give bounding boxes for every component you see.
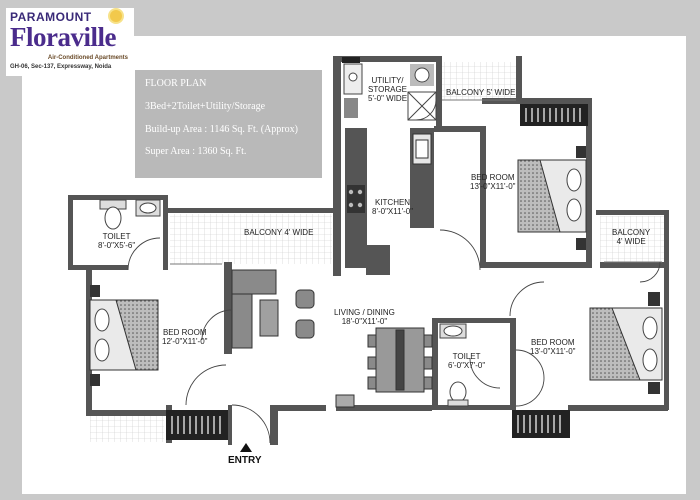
balcony-top-label: BALCONY 5' WIDE [446,88,516,97]
toilet-2-label: TOILET 6'-0"X7'-0" [448,352,485,370]
bed-left [89,285,159,386]
toilet-1-name: TOILET [102,232,131,241]
entry-arrow-icon [240,443,252,452]
windows [166,57,588,440]
bed-bottom-right [589,292,663,394]
toilet-1-label: TOILET 8'-0"X5'-6" [98,232,135,250]
info-buildup-area: Build-up Area : 1146 Sq. Ft. (Approx) [145,124,298,135]
balcony-left-floor [170,214,332,264]
balcony-right-size: 4' WIDE [616,237,646,246]
sun-flower-icon [110,10,122,22]
bedroom-1-size: 13'-0"X11'-0" [470,182,516,191]
bedroom-1-name: BED ROOM [470,173,515,182]
utility-name-2: STORAGE [368,85,408,94]
bedroom-3-label: BED ROOM 13'-0"X11'-0" [530,338,576,356]
balcony-right-floor [600,216,668,262]
brand-name-main: Floraville [10,22,116,52]
bedroom-3-size: 13'-0"X11'-0" [530,347,576,356]
utility-size: 5'-0" WIDE [368,94,408,103]
info-super-area: Super Area : 1360 Sq. Ft. [145,146,247,157]
living-dining-size: 18'-0"X11'-0" [341,317,388,326]
brand-logo: PARAMOUNT Floraville Air-Conditioned Apa… [6,8,134,76]
toilet-right-fixtures [439,323,469,407]
balcony-right-label: BALCONY 4' WIDE [612,228,650,246]
brand-name-top: PARAMOUNT [10,10,92,24]
balcony-right-name: BALCONY [612,228,651,237]
utility-name: UTILITY/ [371,76,404,85]
bedroom-3-name: BED ROOM [530,338,575,347]
kitchen-label: KITCHEN 8'-0"X11'-0" [372,198,413,216]
bedroom-2-size: 12'-0"X11'-0" [162,337,208,346]
balcony-left-label: BALCONY 4' WIDE [244,228,314,237]
floor-plan-info-box: FLOOR PLAN 3Bed+2Toilet+Utility/Storage … [135,70,322,178]
kitchen-fixtures [347,133,432,213]
toilet-left-fixtures [99,199,161,230]
bedroom-2-label: BED ROOM 12'-0"X11'-0" [162,328,208,346]
info-heading: FLOOR PLAN [145,78,207,89]
utility-label: UTILITY/ STORAGE 5'-0" WIDE [368,76,407,103]
entry-label: ENTRY [228,455,262,466]
utility-fixtures [343,63,437,121]
bedroom-2-name: BED ROOM [162,328,207,337]
balcony-top-floor [440,62,520,100]
toilet-2-name: TOILET [452,352,481,361]
living-dining-name: LIVING / DINING [334,308,395,317]
door-swings [127,99,661,444]
balcony-railings [170,99,662,265]
bed-top-right [517,146,587,250]
living-furniture [231,269,433,408]
brand-address: GH-06, Sec-137, Expressway, Noida [10,64,112,70]
living-dining-label: LIVING / DINING 18'-0"X11'-0" [334,308,395,326]
kitchen-name: KITCHEN [374,198,411,207]
kitchen-size: 8'-0"X11'-0" [372,207,414,216]
entry-foyer-floor [90,412,164,442]
toilet-2-size: 6'-0"X7'-0" [448,361,486,370]
bedroom-1-label: BED ROOM 13'-0"X11'-0" [470,173,516,191]
toilet-1-size: 8'-0"X5'-6" [98,241,136,250]
info-config: 3Bed+2Toilet+Utility/Storage [145,101,266,112]
brand-tagline: Air-Conditioned Apartments [47,55,128,61]
